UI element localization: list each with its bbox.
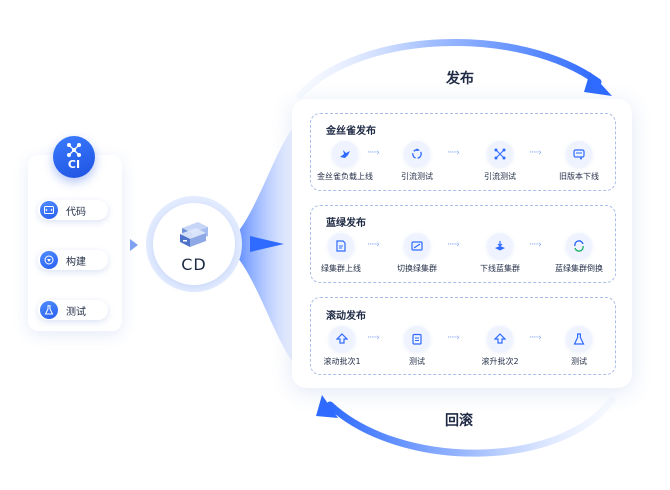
canary-step-node[interactable] — [404, 141, 430, 167]
rolling-step-label: 测试 — [571, 357, 587, 366]
bird-icon — [340, 150, 350, 158]
ci-step-test[interactable]: 测试 — [38, 300, 108, 320]
rollback-loop-arc — [326, 396, 616, 457]
section-title: 金丝雀发布 — [326, 126, 376, 137]
cart-icon — [573, 149, 585, 160]
section-title: 蓝绿发布 — [326, 218, 366, 229]
network-icon — [494, 148, 506, 160]
canary-step-node[interactable] — [487, 141, 513, 167]
rolling-step-label: 滚升批次2 — [481, 357, 519, 366]
blue-green-step-node[interactable] — [487, 233, 513, 259]
ci-to-cd-arrow — [130, 239, 138, 251]
flow-arrow: ·····› — [447, 333, 460, 343]
section-title: 滚动发布 — [326, 311, 366, 322]
blue-green-step-label: 下线蓝集群 — [480, 264, 520, 273]
rolling-step-label: 滚动批次1 — [323, 357, 361, 366]
ci-title: CI — [67, 158, 81, 171]
layers-icon — [495, 241, 505, 251]
release-loop-arc — [296, 39, 602, 99]
ci-badge: CI — [53, 136, 95, 178]
canary-step-label: 金丝雀负载上线 — [317, 172, 373, 181]
build-icon — [40, 251, 58, 269]
rolling-step-node[interactable] — [487, 326, 513, 352]
ci-step-label: 测试 — [66, 307, 86, 318]
blue-green-step-label: 切换绿集群 — [397, 264, 437, 273]
document-icon — [336, 240, 346, 252]
ci-step-label: 构建 — [66, 257, 86, 268]
rollback-loop-arrowhead — [316, 395, 338, 418]
ci-step-label: 代码 — [66, 207, 86, 218]
rolling-step-node[interactable] — [404, 326, 430, 352]
blue-green-step-node[interactable] — [566, 233, 592, 259]
canary-step-node[interactable] — [332, 141, 358, 167]
rolling-step-label: 测试 — [409, 357, 425, 366]
canary-step-label: 旧版本下线 — [559, 172, 599, 181]
swap-icon — [574, 240, 584, 252]
flow-arrow: ·····› — [367, 240, 380, 250]
blue-green-step-node[interactable] — [404, 233, 430, 259]
rolling-step-node[interactable] — [329, 326, 355, 352]
upload-icon — [336, 333, 348, 344]
code-icon — [40, 201, 58, 219]
ci-step-code[interactable]: 代码 — [38, 200, 108, 220]
canary-release-section — [310, 113, 616, 191]
cycle-icon — [412, 148, 422, 159]
rolling-step-node[interactable] — [566, 326, 592, 352]
cd-title: CD — [181, 255, 207, 274]
canary-step-label: 引流测试 — [401, 172, 433, 181]
flow-arrow: ·····› — [529, 240, 542, 250]
rollback-label: 回滚 — [445, 413, 473, 429]
flask-icon — [573, 333, 585, 345]
canary-step-node[interactable] — [566, 141, 592, 167]
rolling-release-section — [310, 297, 616, 375]
clipboard-icon — [412, 333, 422, 345]
flow-arrow: ·····› — [447, 240, 460, 250]
flow-arrow: ·····› — [529, 148, 542, 158]
flow-arrow: ·····› — [529, 333, 542, 343]
flow-arrow: ·····› — [367, 333, 380, 343]
upload-icon — [494, 333, 506, 344]
server-stack-icon — [180, 222, 208, 247]
blue-green-step-label: 绿集群上线 — [321, 264, 361, 273]
canary-step-label: 引流测试 — [484, 172, 516, 181]
ci-step-build[interactable]: 构建 — [38, 250, 108, 270]
blue-green-release-section — [310, 205, 616, 283]
blue-green-step-node[interactable] — [328, 233, 354, 259]
flow-arrow: ·····› — [447, 148, 460, 158]
network-icon — [67, 143, 81, 157]
cd-arrowhead — [250, 236, 284, 252]
flow-arrow: ·····› — [367, 148, 380, 158]
release-label: 发布 — [446, 71, 474, 87]
blue-green-step-label: 蓝绿集群倒换 — [555, 264, 603, 273]
release-loop-arrowhead — [584, 72, 612, 96]
switch-icon — [411, 241, 423, 251]
flask-icon — [40, 301, 58, 319]
